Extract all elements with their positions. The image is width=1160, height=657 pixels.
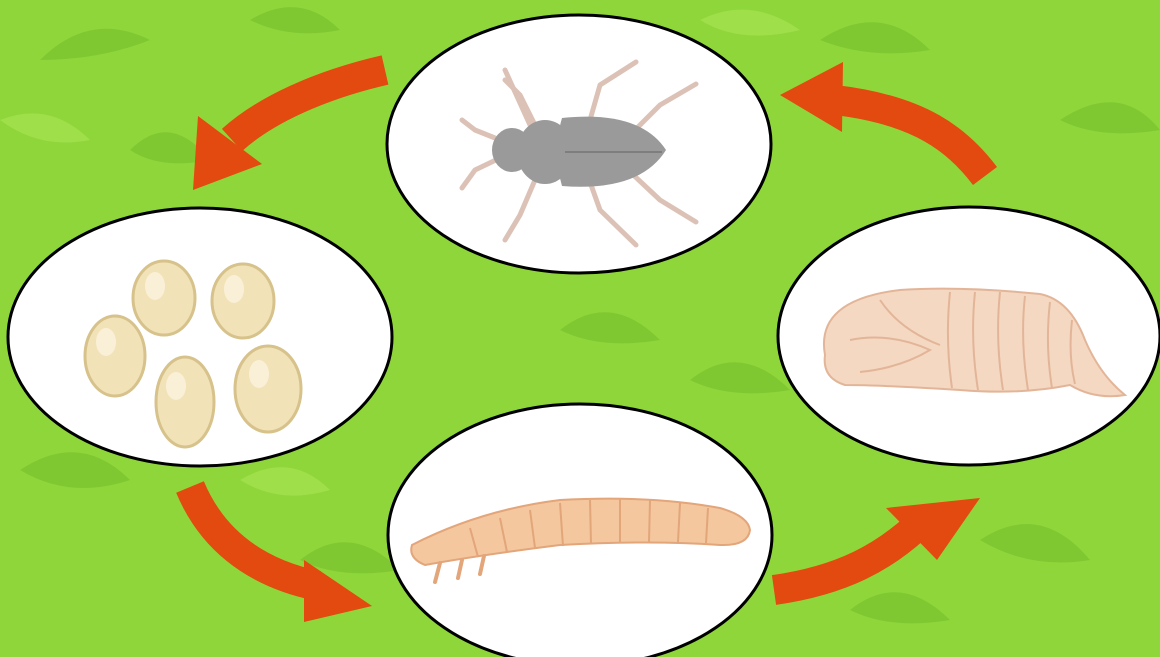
- egg: [156, 357, 214, 447]
- egg: [212, 264, 274, 338]
- egg: [85, 316, 145, 396]
- egg: [235, 346, 301, 432]
- egg: [133, 261, 195, 335]
